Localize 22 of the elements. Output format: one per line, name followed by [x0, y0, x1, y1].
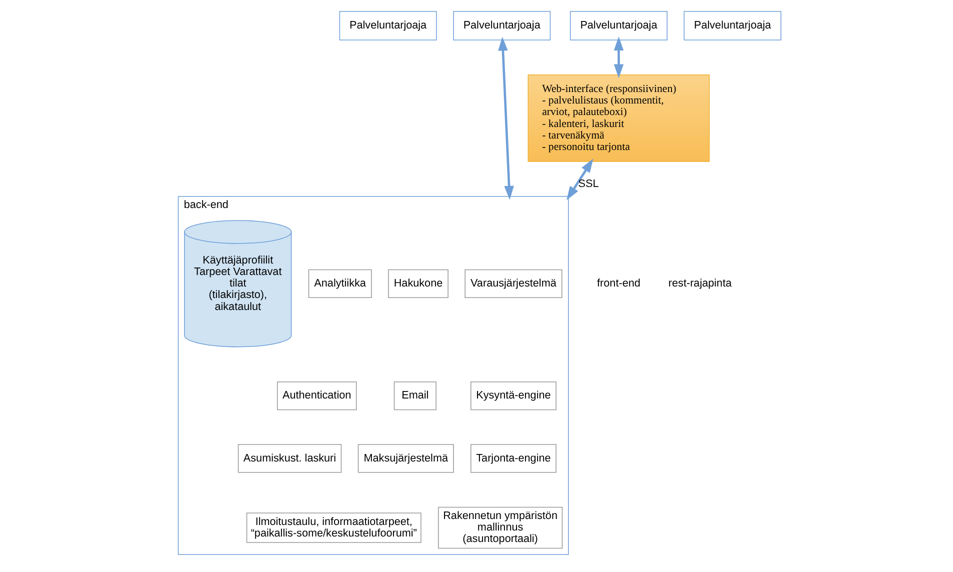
node-box: Palveluntarjoaja: [570, 10, 668, 40]
node-box: Web-interface (responsiivinen) - palvelulistaus (kommentit, arviot, palauteboxi) - kalenteri, laskurit - tarvenäkymä - personoitu tarjonta: [528, 74, 710, 162]
arrow: [566, 158, 594, 200]
arrow: [498, 36, 514, 200]
label: front-end: [597, 278, 640, 290]
node-box: Authentication: [276, 381, 357, 410]
node-box: Email: [394, 381, 436, 410]
node-box: Palveluntarjoaja: [453, 10, 551, 40]
edge-label: SSL: [578, 178, 599, 190]
node-box: Tarjonta-engine: [470, 444, 556, 473]
arrow: [614, 36, 624, 78]
node-box: Ilmoitustaulu, informaatiotarpeet, “paikallis-some/keskustelufoorumi”: [246, 512, 422, 543]
label: rest-rajapinta: [668, 278, 732, 290]
node-box: Palveluntarjoaja: [339, 10, 437, 40]
node-box: Hakukone: [388, 269, 448, 298]
node-box: Palveluntarjoaja: [684, 10, 782, 40]
node-box: Kysyntä-engine: [470, 381, 556, 410]
node-box: Analytiikka: [308, 269, 372, 298]
node-box: Maksujärjestelmä: [358, 444, 454, 473]
node-box: Rakennetun ympäristön mallinnus (asuntoportaali): [438, 506, 563, 549]
node-box: Asumiskust. laskuri: [238, 444, 342, 473]
node-box: Varausjärjestelmä: [464, 269, 562, 298]
